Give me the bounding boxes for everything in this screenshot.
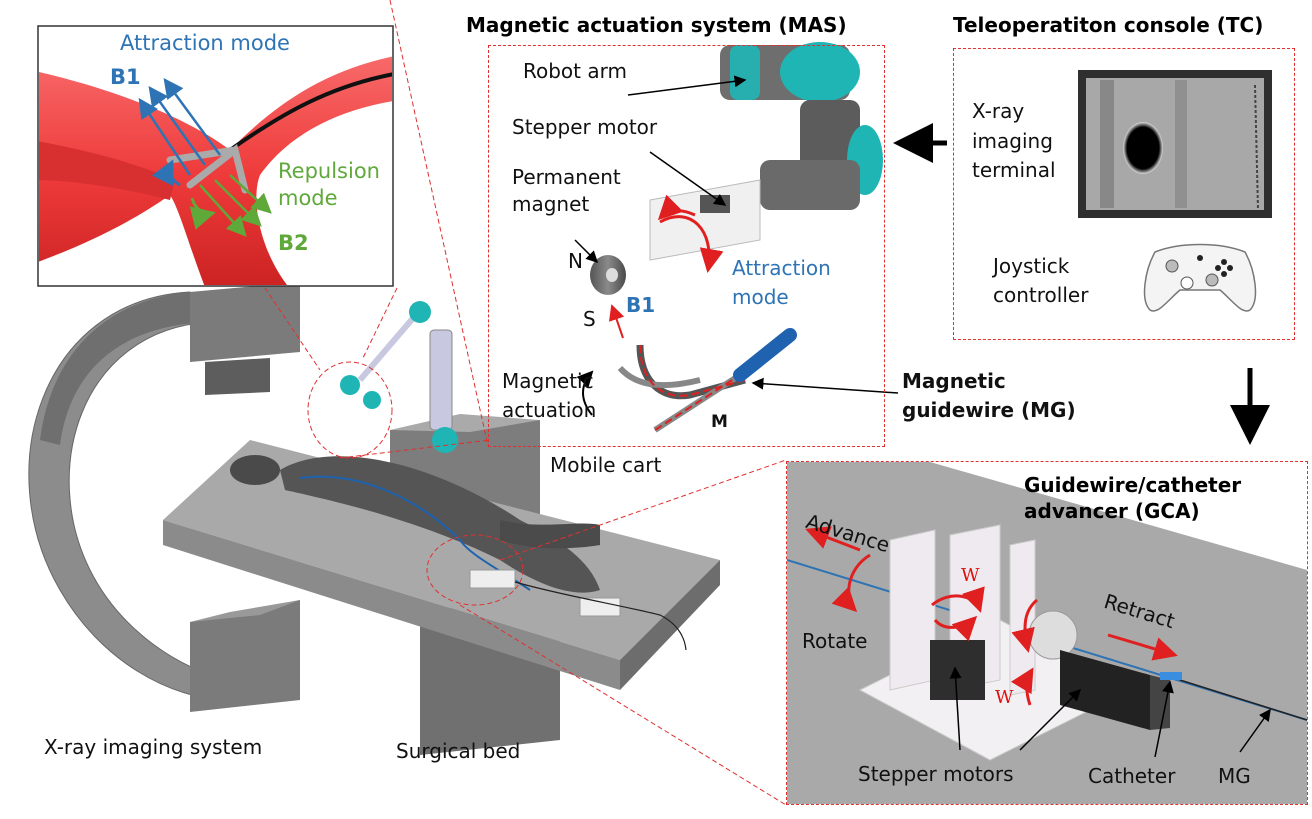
robot-arm-label: Robot arm (523, 59, 627, 83)
permanent-magnet-label-2: magnet (512, 192, 590, 216)
xray-terminal-label-1: X-ray (972, 99, 1025, 123)
gca-title-2: advancer (GCA) (1024, 499, 1200, 523)
permanent-magnet (590, 255, 626, 295)
inset-repulsion-label-2: mode (278, 186, 338, 210)
magnetic-guidewire-detail (617, 328, 899, 433)
joystick-label-1: Joystick (993, 254, 1070, 278)
stepper-motor-label: Stepper motor (512, 115, 658, 139)
w-label-top: W (961, 565, 980, 586)
inset-b1-label: B1 (110, 65, 141, 89)
tc-title: Teleoperatiton console (TC) (953, 13, 1264, 37)
magnetic-actuation-label-2: actuation (502, 398, 597, 422)
mobile-cart-label: Mobile cart (550, 453, 662, 477)
gca-mg-label: MG (1218, 764, 1251, 788)
inset-repulsion-label-1: Repulsion (278, 159, 380, 183)
xray-terminal-label-3: terminal (972, 158, 1056, 182)
mas-panel (488, 45, 885, 447)
mas-b1-label: B1 (626, 293, 656, 317)
mg-label-1: Magnetic (902, 369, 1006, 393)
rotate-label: Rotate (802, 629, 868, 653)
xray-c-arm (28, 282, 300, 712)
vessel-inset (37, 25, 394, 287)
xray-terminal-screen (1078, 70, 1272, 218)
xray-terminal-label-2: imaging (972, 129, 1053, 153)
tc-panel (953, 48, 1295, 340)
magnetic-actuation-label-1: Magnetic (502, 369, 594, 393)
joystick-controller-icon (1143, 243, 1257, 312)
mas-attraction-label-2: mode (732, 285, 789, 309)
inset-b2-label: B2 (278, 231, 309, 255)
surgical-bed-label: Surgical bed (396, 739, 521, 763)
permanent-magnet-label-1: Permanent (512, 165, 621, 189)
inset-attraction-label: Attraction mode (120, 31, 290, 55)
gca-scene (787, 462, 1307, 804)
mas-attraction-label-1: Attraction (732, 256, 831, 280)
callout-lines (264, 0, 787, 806)
stepper-motors-label: Stepper motors (858, 762, 1014, 786)
mas-arrows (574, 75, 747, 416)
moment-m-label: M (711, 412, 728, 432)
gca-mini-models (469, 569, 687, 651)
joystick-label-2: controller (993, 283, 1089, 307)
catheter-label: Catheter (1088, 764, 1176, 788)
flow-arrows (893, 123, 1270, 445)
mas-title: Magnetic actuation system (MAS) (466, 13, 847, 37)
xray-system-label: X-ray imaging system (44, 735, 263, 759)
mg-label-2: guidewire (MG) (902, 398, 1076, 422)
w-label-bottom: W (995, 687, 1014, 708)
pole-n-label: N (568, 249, 583, 273)
gca-title-1: Guidewire/catheter (1024, 473, 1242, 497)
pole-s-label: S (583, 307, 596, 331)
gca-panel (786, 461, 1308, 805)
